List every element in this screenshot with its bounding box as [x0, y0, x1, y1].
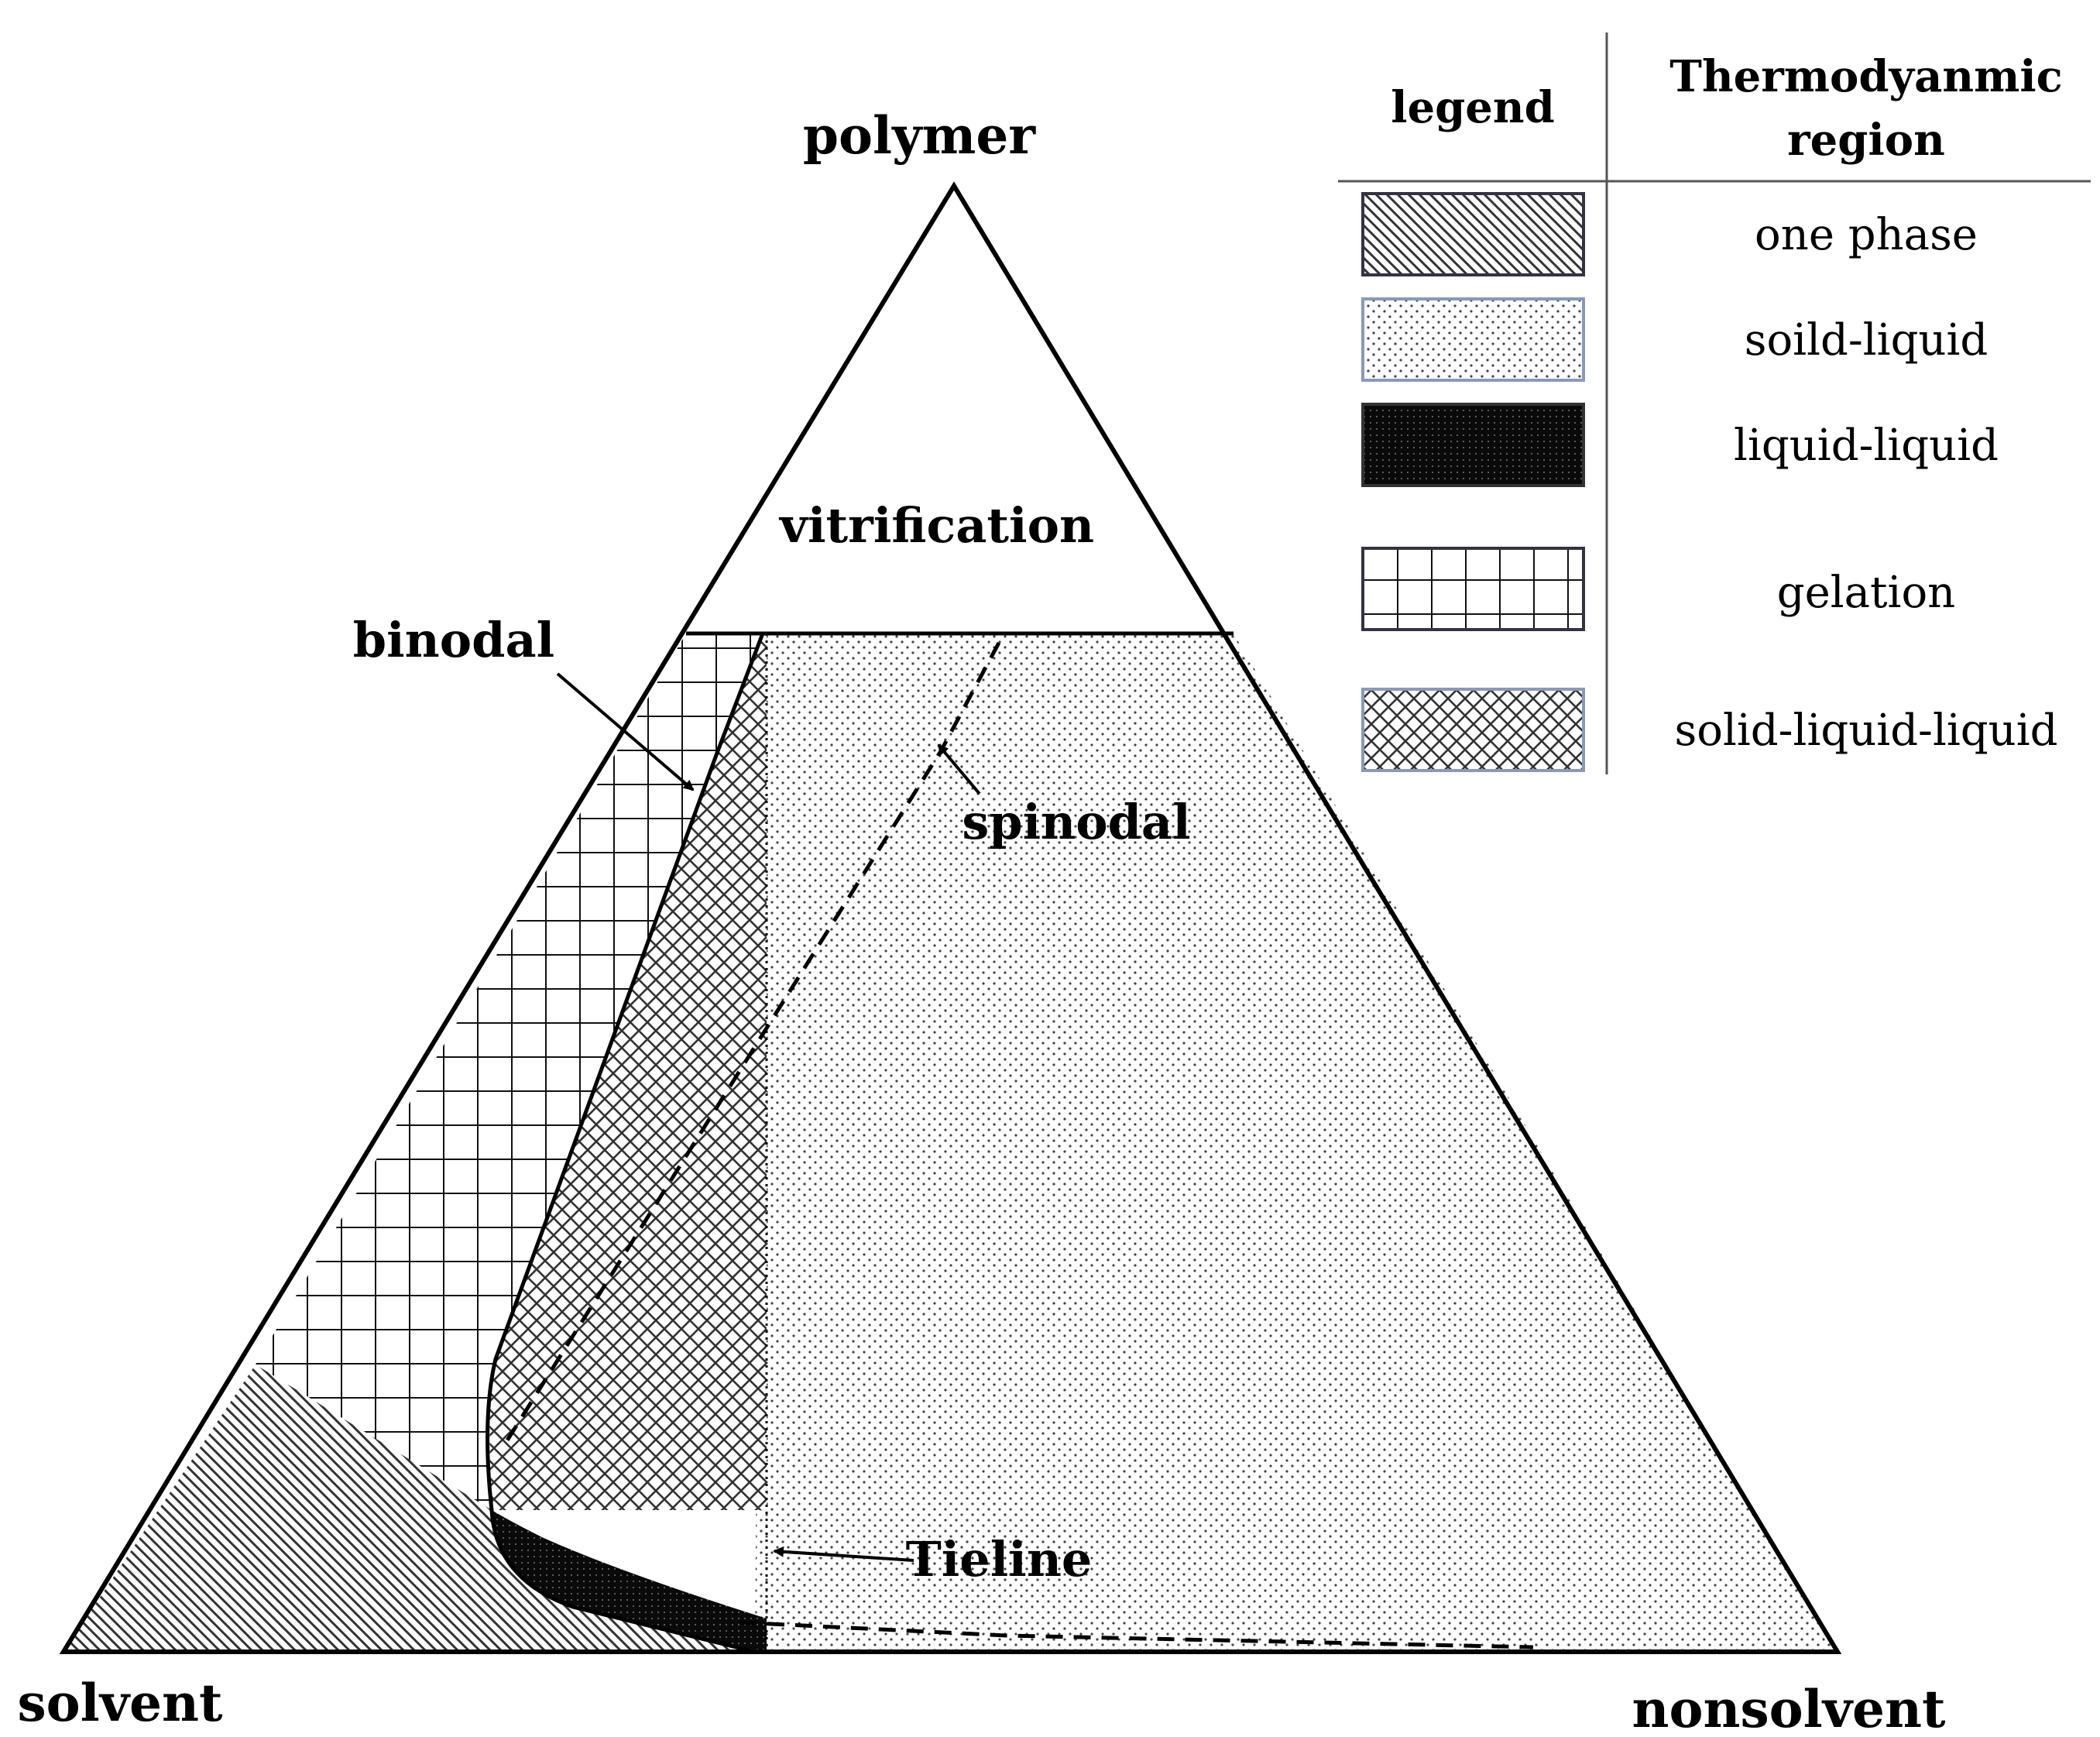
label-spinodal: spinodal — [962, 794, 1190, 850]
label-binodal: binodal — [353, 612, 554, 668]
spinodal-pointer — [937, 743, 981, 795]
spinodal-tail — [739, 1620, 1534, 1649]
legend-swatch-solid-liquid — [1361, 297, 1585, 382]
legend-swatch-solid-liquid-liquid — [1361, 688, 1585, 772]
liquid-liquid-region — [492, 1510, 767, 1652]
vertex-polymer: polymer — [803, 105, 1036, 166]
legend-header-legend: legend — [1391, 82, 1555, 133]
legend-swatch-liquid-liquid — [1361, 403, 1585, 487]
legend-label-solid-liquid-liquid: solid-liquid-liquid — [1675, 705, 2058, 756]
gelation-region — [256, 633, 763, 1510]
tieline-pointer — [773, 1546, 914, 1562]
one-phase-region — [63, 1365, 755, 1652]
vertex-nonsolvent: nonsolvent — [1632, 1679, 1946, 1737]
legend-swatch-one-phase — [1361, 192, 1585, 276]
ternary-triangle — [59, 181, 1842, 1654]
legend-label-one-phase: one phase — [1755, 210, 1978, 260]
binodal-pointer — [556, 672, 695, 791]
legend-header-region-2: region — [1787, 115, 1945, 166]
legend: legend Thermodyanmic region one phase so… — [1338, 33, 2091, 774]
legend-label-solid-liquid: soild-liquid — [1745, 315, 1988, 366]
label-vitrification: vitrification — [778, 497, 1094, 554]
legend-label-liquid-liquid: liquid-liquid — [1734, 421, 1999, 471]
vertex-solvent: solvent — [17, 1673, 223, 1733]
solid-liquid-liquid-region — [489, 633, 767, 1510]
legend-label-gelation: gelation — [1777, 568, 1955, 618]
legend-header-region-1: Thermodyanmic — [1669, 51, 2062, 102]
solid-liquid-region — [755, 633, 1838, 1652]
binodal-curve — [486, 633, 765, 1654]
legend-swatch-gelation — [1361, 547, 1585, 631]
label-tieline: Tieline — [906, 1531, 1093, 1588]
